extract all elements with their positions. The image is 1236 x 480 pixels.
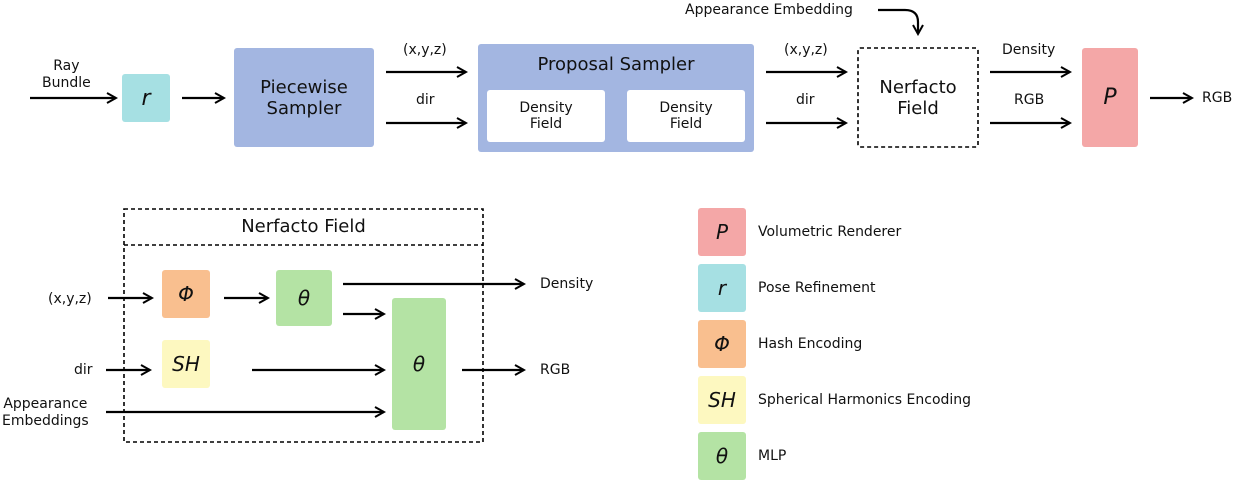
rgb-label: RGB [1014,92,1045,108]
xyz-label-2: (x,y,z) [784,42,828,58]
piecewise-sampler-box: Piecewise Sampler [234,48,374,147]
density-field-1: Density Field [487,90,605,142]
arrow-appearance-to-nerfacto [878,8,918,34]
hash-symbol: Φ [178,282,194,306]
detail-density-output: Density [540,276,594,292]
pose-refinement-symbol: r [141,85,151,111]
dir-label-2: dir [796,92,815,108]
hash-encoding-box: Φ [162,270,210,318]
legend-sh-swatch: SH [698,376,746,424]
pose-refinement-box: r [122,74,170,122]
xyz-label-1: (x,y,z) [403,42,447,58]
renderer-symbol: P [1103,85,1117,110]
mlp-2-box: θ [392,298,446,430]
detail-dir-label: dir [74,362,93,378]
legend-sh-label: Spherical Harmonics Encoding [758,392,972,408]
volumetric-renderer-box: P [1082,48,1138,147]
nerfacto-detail-title: Nerfacto Field [241,216,366,237]
density-field-2: Density Field [627,90,745,142]
legend-hash-symbol: Φ [714,332,730,356]
ray-bundle-label: Ray Bundle [42,58,91,91]
nerfacto-field-box: Nerfacto Field [879,76,957,119]
legend-mlp-swatch: θ [698,432,746,480]
legend-mlp-label: MLP [758,448,787,464]
sh-encoding-box: SH [162,340,210,388]
density-label: Density [1002,42,1056,58]
appearance-embedding-label: Appearance Embedding [685,2,853,18]
nerfacto-detail-outline [123,208,484,443]
rgb-output-label: RGB [1202,90,1233,106]
legend-pose-swatch: r [698,264,746,312]
legend-pose-label: Pose Refinement [758,280,876,296]
sh-symbol: SH [172,352,200,376]
legend-sh-symbol: SH [708,388,736,412]
detail-appearance-label: Appearance Embeddings [2,396,89,429]
legend-renderer-label: Volumetric Renderer [758,224,902,240]
nerfacto-field-outline [857,47,979,148]
legend-hash-swatch: Φ [698,320,746,368]
mlp-2-symbol: θ [412,352,426,376]
legend-renderer-swatch: P [698,208,746,256]
proposal-sampler-title: Proposal Sampler [537,54,695,75]
detail-xyz-label: (x,y,z) [48,291,92,307]
legend-hash-label: Hash Encoding [758,336,863,352]
legend-mlp-symbol: θ [715,444,729,468]
dir-label-1: dir [416,92,435,108]
mlp-1-symbol: θ [297,286,311,310]
mlp-1-box: θ [276,270,332,326]
legend-pose-symbol: r [717,276,727,300]
detail-rgb-output: RGB [540,362,571,378]
legend-renderer-symbol: P [715,220,729,244]
